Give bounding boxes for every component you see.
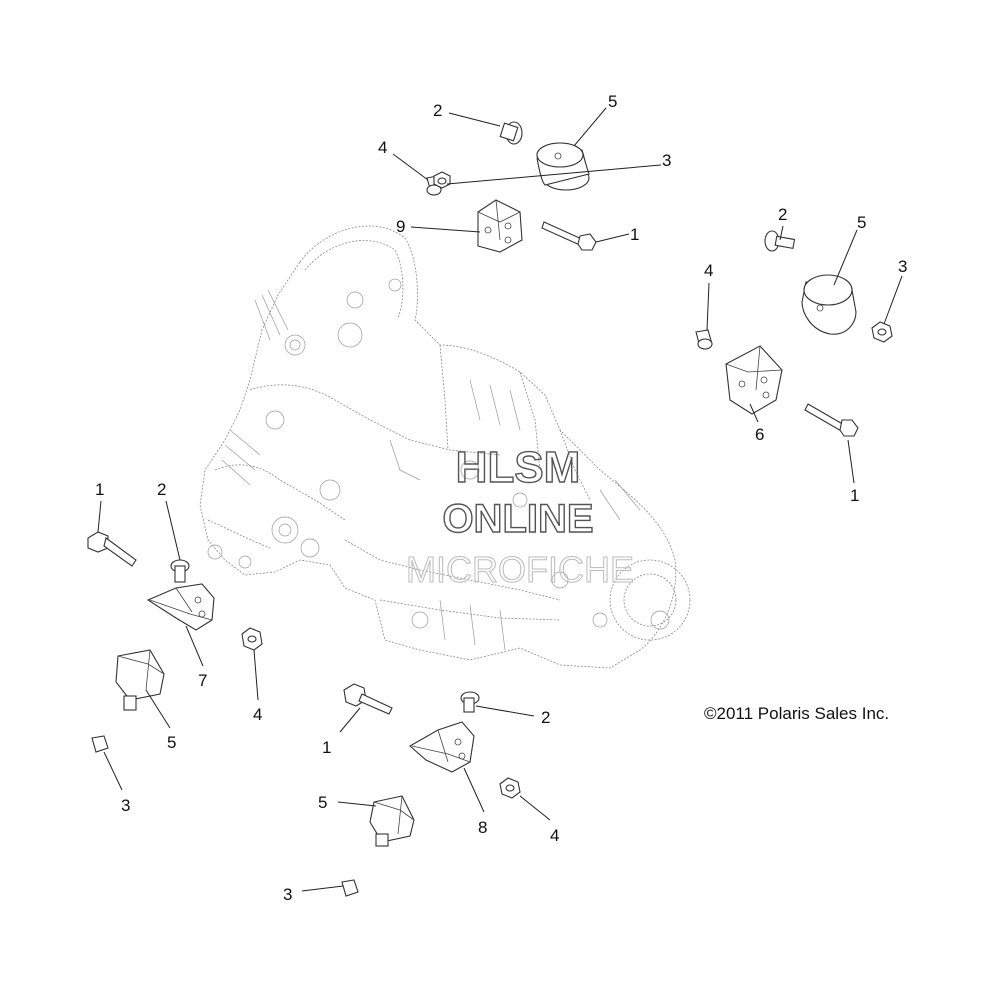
callout-number: 4: [704, 261, 713, 280]
part-2-bolt-top: [499, 121, 523, 145]
part-6-bracket: [725, 345, 783, 415]
callout-number: 1: [95, 480, 104, 499]
part-4-nut-bottom: [499, 777, 521, 799]
copyright-text: ©2011 Polaris Sales Inc.: [704, 704, 889, 723]
callout-number: 3: [283, 885, 292, 904]
callout-number: 5: [857, 213, 866, 232]
callout-number: 9: [396, 217, 405, 236]
part-3-nut-left: [91, 735, 109, 753]
part-3-nut-top: [433, 171, 451, 189]
callout-numbers: 2 5 4 3 9 1 2 5 4 3 6 1 1 2 7 4 5 3 1 2 …: [95, 92, 907, 904]
part-1-bolt-top: [541, 221, 597, 251]
callout-number: 1: [850, 486, 859, 505]
part-4-nut-left: [241, 627, 263, 651]
part-5-mount-left: [115, 649, 165, 711]
callout-number: 1: [630, 225, 639, 244]
watermark-line1: HLSM: [456, 443, 581, 492]
callout-number: 2: [157, 480, 166, 499]
part-1-bolt-left: [87, 531, 137, 567]
callout-number: 3: [121, 796, 130, 815]
callout-number: 3: [662, 151, 671, 170]
part-5-mount-bottom: [369, 795, 415, 847]
callout-number: 5: [608, 92, 617, 111]
callout-number: 8: [478, 818, 487, 837]
callout-number: 5: [318, 793, 327, 812]
callout-number: 5: [167, 733, 176, 752]
part-1-bolt-bottom: [343, 683, 393, 715]
part-5-mount-right: [801, 274, 857, 335]
watermark-line3: MICROFICHE: [406, 549, 634, 590]
part-8-bracket: [409, 721, 475, 773]
callout-number: 1: [322, 738, 331, 757]
part-2-bolt-right: [764, 230, 796, 252]
callout-number: 2: [433, 101, 442, 120]
part-4-nut-right: [695, 329, 713, 350]
part-1-bolt-right: [804, 403, 859, 437]
callout-number: 7: [198, 671, 207, 690]
part-9-bracket: [477, 199, 523, 253]
part-3-nut-bottom: [341, 879, 359, 897]
callout-number: 6: [755, 425, 764, 444]
callout-number: 4: [550, 826, 559, 845]
callout-number: 4: [253, 705, 262, 724]
callout-number: 2: [778, 205, 787, 224]
watermark: HLSM ONLINE MICROFICHE: [406, 442, 635, 590]
watermark-line2: ONLINE: [442, 497, 593, 541]
leader-lines: [97, 107, 903, 892]
part-2-bolt-left: [170, 559, 190, 583]
callout-number: 4: [378, 138, 387, 157]
callout-number: 2: [541, 708, 550, 727]
part-3-nut-right: [871, 321, 893, 343]
part-5-mount-top: [536, 142, 590, 191]
part-2-bolt-bottom: [460, 691, 480, 713]
engine-transmission-drawing: [199, 225, 691, 669]
callout-number: 3: [898, 257, 907, 276]
part-7-bracket: [146, 583, 215, 631]
